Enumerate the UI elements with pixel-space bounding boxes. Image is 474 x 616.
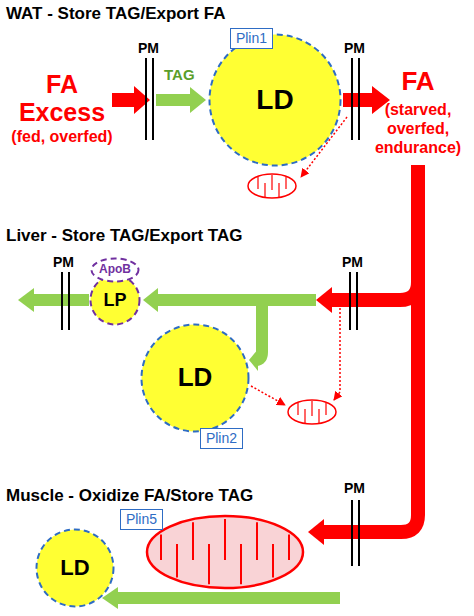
node-text: LD <box>256 84 293 116</box>
mitochondrion <box>147 516 303 588</box>
lipid-droplet: LD <box>208 33 342 167</box>
flux-label: FA <box>388 66 448 96</box>
fa-arrow <box>112 86 150 114</box>
mitochondrion <box>288 400 336 424</box>
apolipoprotein-shape <box>92 259 139 282</box>
node-text: Plin2 <box>206 430 237 446</box>
fa-flux <box>332 282 418 300</box>
fa-flux <box>324 165 418 532</box>
mito-cristae <box>298 401 326 423</box>
lipid-droplet: LD <box>140 323 250 433</box>
section-title: Liver - Store TAG/Export TAG <box>6 226 242 246</box>
mito-cristae <box>258 175 286 197</box>
membrane-label: PM <box>53 254 74 270</box>
tag-arrow-head <box>18 288 34 312</box>
section-title: Muscle - Oxidize FA/Store TAG <box>6 486 253 506</box>
tag-arrow <box>158 294 316 306</box>
fa-arrow <box>343 86 390 114</box>
lipid-droplet-shape <box>37 530 114 607</box>
membrane-label: PM <box>344 480 365 496</box>
protein-label: Plin5 <box>120 509 163 530</box>
fa-arrow-head <box>308 519 324 545</box>
membrane-label: PM <box>138 40 159 56</box>
flux-label: FA Excess <box>14 70 110 126</box>
node-text: ApoB <box>99 263 131 277</box>
membrane-label: PM <box>342 254 363 270</box>
node-text: Plin1 <box>236 30 267 46</box>
membrane-label: PM <box>344 40 365 56</box>
flux-condition: (starved, overfed, endurance) <box>366 100 470 157</box>
flux-condition: (fed, overfed) <box>4 128 120 146</box>
oxidation-arrow <box>251 386 285 405</box>
node-text: LD <box>178 363 213 393</box>
node-text: Plin5 <box>126 511 157 527</box>
mitochondrion <box>248 174 296 198</box>
node-text: LD <box>60 555 89 580</box>
section-title: WAT - Store TAG/Export FA <box>6 4 225 24</box>
tag-arrow-head <box>143 288 158 312</box>
lipoprotein: LP <box>89 274 141 326</box>
protein-label: Plin2 <box>200 428 243 449</box>
fa-arrow-head <box>316 287 332 313</box>
lipoprotein-shape <box>91 276 140 325</box>
lipid-droplet: LD <box>35 528 115 608</box>
lipid-droplet-shape <box>142 325 249 432</box>
flux-label: TAG <box>164 66 195 83</box>
oxidation-arrow <box>334 308 340 400</box>
protein-label: Plin1 <box>230 28 273 49</box>
node-text: LP <box>103 290 126 311</box>
tag-arrow <box>118 592 340 604</box>
tag-arrow-head <box>249 349 258 371</box>
lipid-droplet-shape <box>210 35 341 166</box>
apolipoprotein: ApoB <box>90 257 140 283</box>
mito-cristae <box>161 519 289 584</box>
tag-arrow <box>156 87 206 113</box>
